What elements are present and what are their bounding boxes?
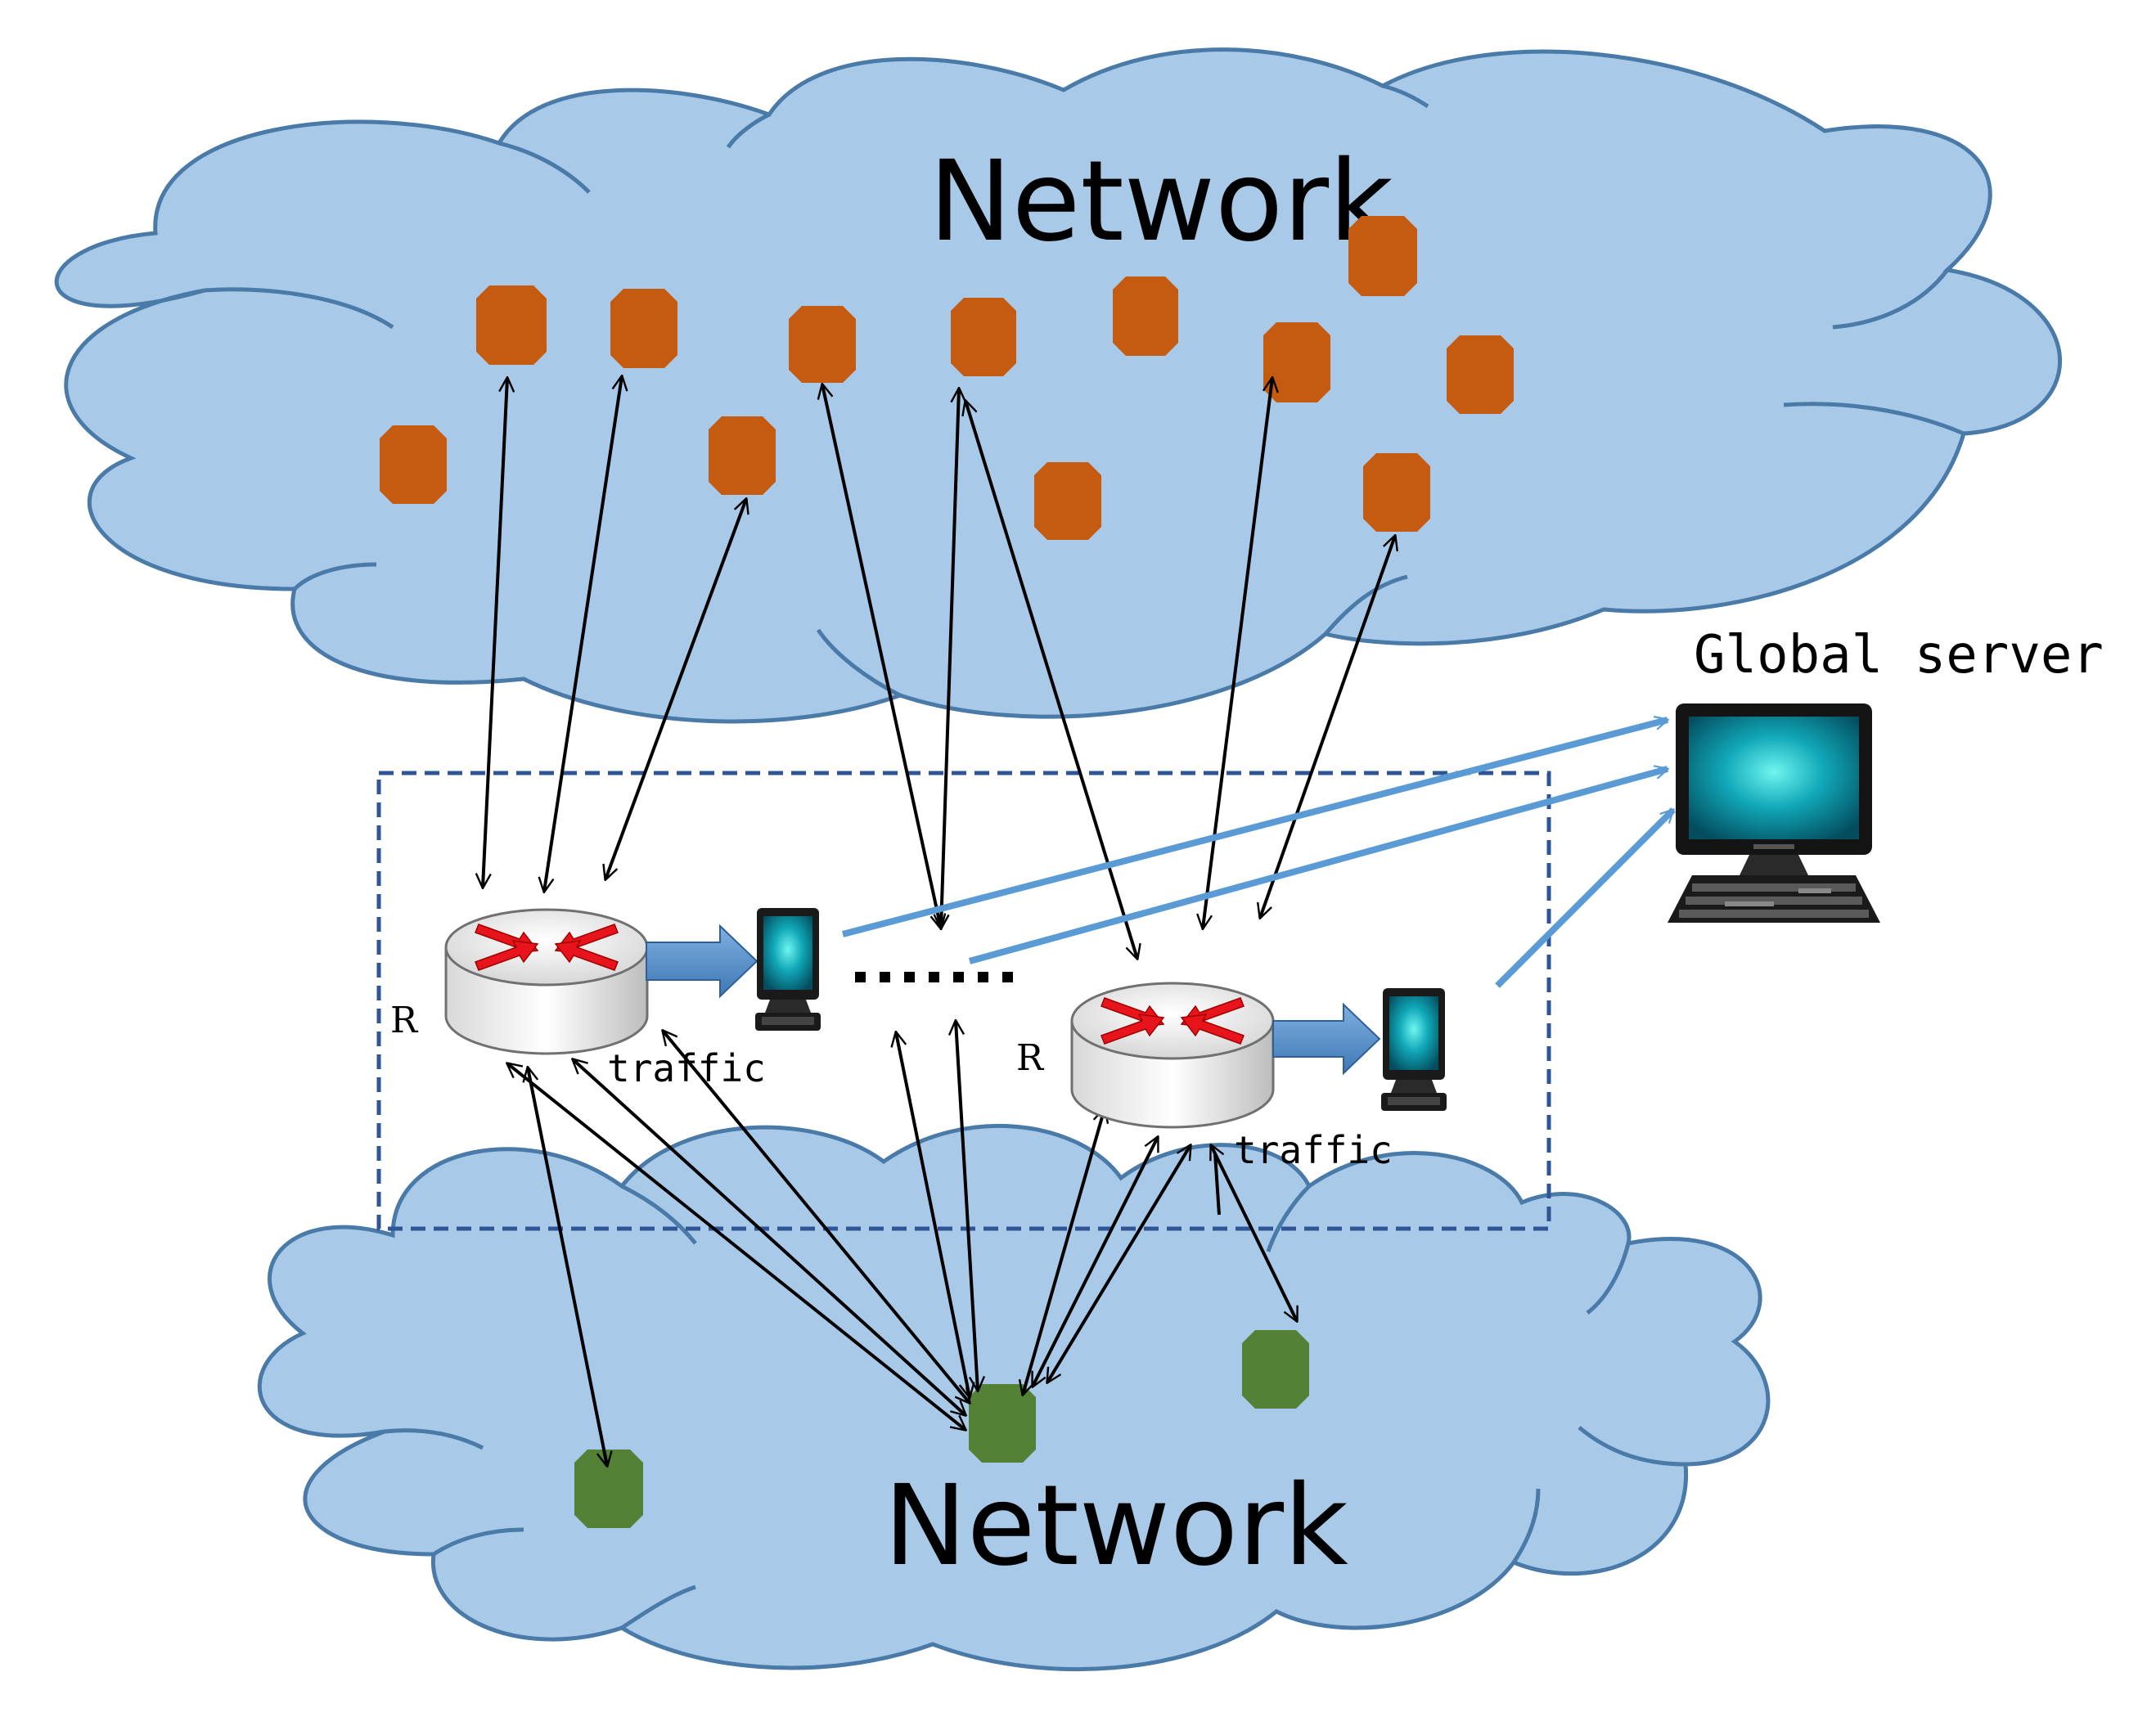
ellipsis-dots <box>855 972 1013 982</box>
network-node <box>789 306 856 383</box>
network-node <box>1447 335 1514 414</box>
top-network-cloud: Network <box>54 47 2063 724</box>
connection-arrow <box>822 384 941 928</box>
traffic-label: traffic <box>1234 1128 1393 1172</box>
network-node <box>969 1384 1036 1463</box>
traffic-label: traffic <box>607 1046 766 1090</box>
router-icon <box>444 908 649 1055</box>
network-node <box>380 425 447 504</box>
network-node <box>476 285 547 365</box>
server-icon <box>1668 703 1880 923</box>
network-node <box>1348 216 1417 296</box>
router-label: R <box>1016 1037 1045 1079</box>
report-arrow <box>968 769 1668 964</box>
network-node <box>1363 453 1430 532</box>
traffic-forward-arrow <box>1272 1002 1381 1076</box>
report-arrow <box>1495 807 1676 988</box>
connection-arrow <box>483 378 507 888</box>
network-node <box>1034 462 1101 540</box>
connection-arrow <box>1211 1145 1297 1321</box>
traffic-forward-arrow <box>646 924 758 999</box>
network-node <box>951 298 1016 376</box>
network-node <box>1242 1330 1309 1409</box>
router-label: R <box>390 1000 419 1041</box>
bottom-network-nodes <box>574 1330 1309 1528</box>
top-cloud-label: Network <box>929 137 1393 267</box>
global-server-label: Global server <box>1694 625 2104 685</box>
network-node <box>610 289 677 368</box>
server-report-arrows <box>841 720 1676 988</box>
report-arrow <box>841 720 1668 937</box>
network-node <box>1263 322 1330 402</box>
connection-arrow <box>941 389 959 928</box>
network-node <box>1113 276 1178 356</box>
connection-arrow <box>956 1021 978 1391</box>
router-icon <box>1070 982 1275 1129</box>
connection-arrow <box>1213 1153 1221 1216</box>
network-node <box>709 416 776 495</box>
connection-arrow <box>544 376 622 892</box>
network-node <box>574 1450 643 1528</box>
monitor-icon <box>755 908 821 1031</box>
bottom-cloud-label: Network <box>884 1462 1348 1591</box>
connection-arrow <box>605 499 746 879</box>
connection-arrow <box>1047 1145 1191 1382</box>
monitor-icon <box>1381 988 1447 1111</box>
bottom-connections <box>507 1021 1297 1466</box>
connection-arrow <box>1260 536 1395 918</box>
